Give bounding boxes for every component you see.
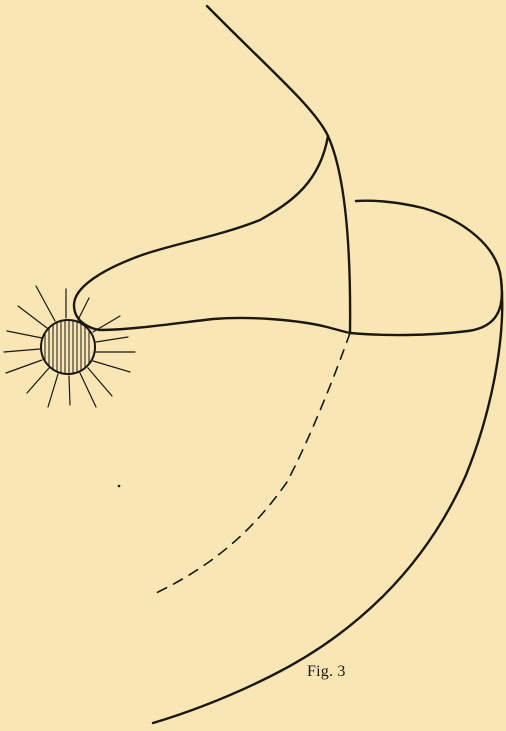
inner-loop: [74, 136, 350, 333]
outer-arc: [207, 6, 350, 333]
dashed-orbit-segment: [156, 333, 350, 593]
figure-caption: Fig. 3: [307, 663, 346, 681]
lower-curve: [153, 279, 502, 723]
small-dot: [118, 485, 121, 488]
outer-loop: [350, 201, 502, 335]
